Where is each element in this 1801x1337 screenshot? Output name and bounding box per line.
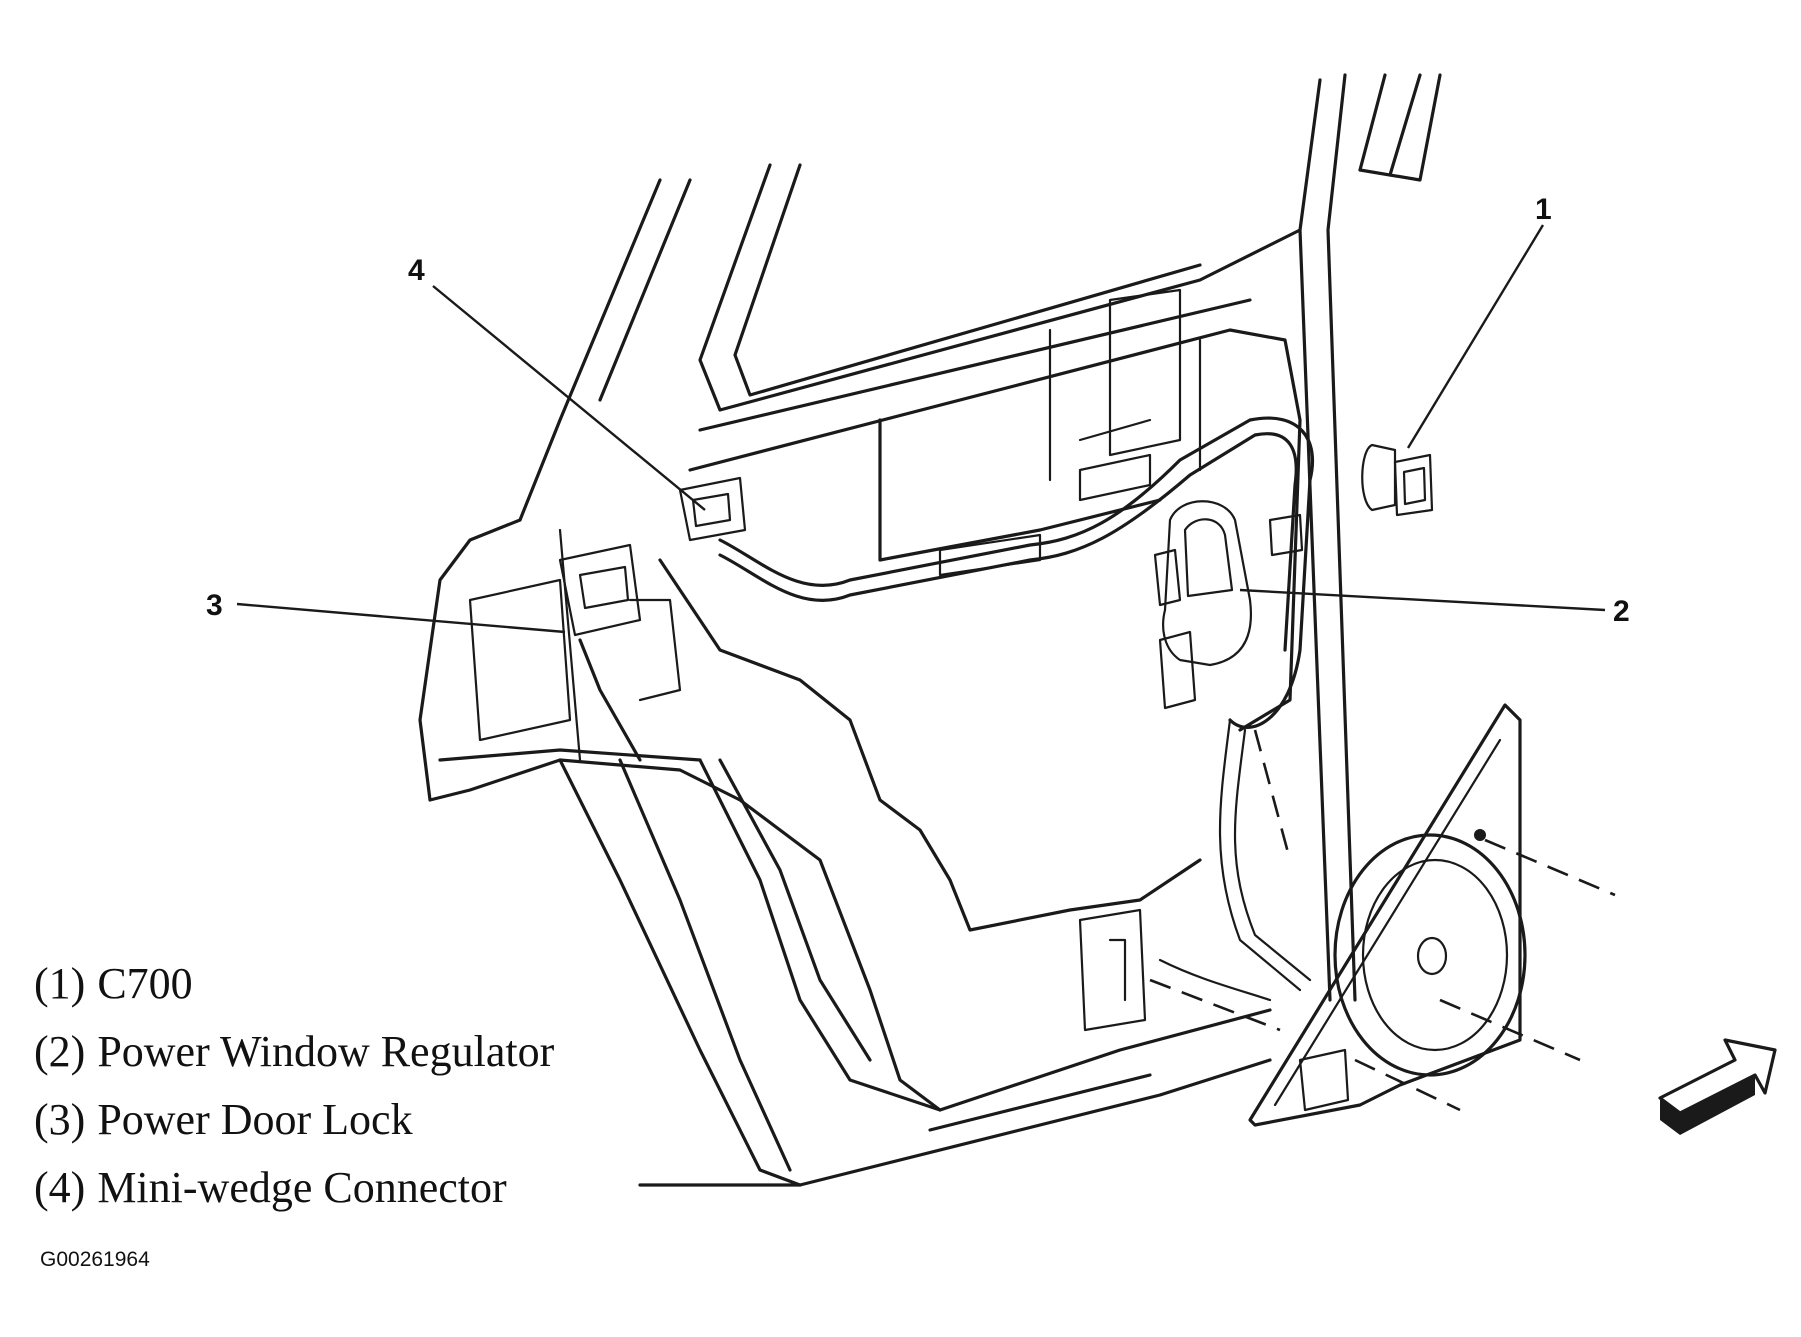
wiring-harness: [718, 416, 1315, 1002]
hollow-3d-arrow-icon: [1658, 1038, 1777, 1135]
legend-label: Mini-wedge Connector: [97, 1163, 507, 1212]
speaker-trim-panel: [1248, 703, 1527, 1127]
legend-item-c700: (1) C700: [34, 950, 554, 1018]
legend-item-power-window-regulator: (2) Power Window Regulator: [34, 1018, 554, 1086]
leader-4: [432, 285, 706, 511]
leader-1: [1406, 224, 1545, 449]
legend: (1) C700 (2) Power Window Regulator (3) …: [34, 950, 554, 1222]
assembly-lines: [1149, 729, 1616, 1112]
power-window-regulator: [1153, 500, 1304, 710]
leader-lines: [236, 224, 1606, 634]
legend-item-power-door-lock: (3) Power Door Lock: [34, 1086, 554, 1154]
leader-2: [1239, 588, 1606, 612]
legend-number: (1): [34, 959, 86, 1008]
callout-1: 1: [1535, 193, 1552, 226]
power-door-lock: [558, 543, 682, 702]
legend-label: Power Door Lock: [97, 1095, 413, 1144]
callout-4: 4: [408, 254, 425, 287]
legend-label: Power Window Regulator: [97, 1027, 555, 1076]
legend-number: (2): [34, 1027, 86, 1076]
leader-3: [236, 602, 566, 634]
figure-code: G00261964: [40, 1248, 150, 1271]
legend-item-mini-wedge-connector: (4) Mini-wedge Connector: [34, 1154, 554, 1222]
window-frame: [518, 163, 1302, 522]
legend-number: (4): [34, 1163, 86, 1212]
door-shell: [418, 518, 1272, 1187]
callout-2: 2: [1613, 595, 1630, 628]
mini-wedge-connector: [678, 476, 747, 542]
legend-label: C700: [97, 959, 193, 1008]
callout-3: 3: [206, 589, 223, 622]
c700-connector: [1361, 443, 1434, 517]
legend-number: (3): [34, 1095, 86, 1144]
